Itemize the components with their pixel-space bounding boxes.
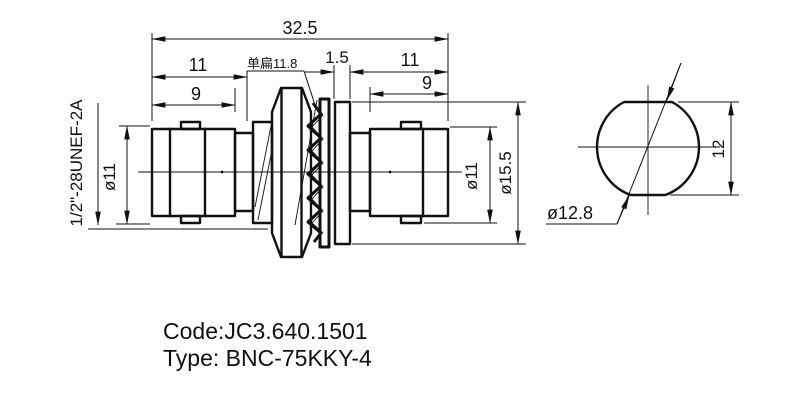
dim-right-front-length: 9	[422, 73, 432, 93]
flat-note-leader	[303, 70, 316, 106]
hex-nut	[270, 86, 318, 259]
dim-right-diameter: ø11	[462, 162, 481, 190]
center-mark	[220, 170, 224, 174]
thread-bushing	[251, 120, 274, 225]
dim-flange-diameter: ø15.5	[496, 151, 515, 194]
bayonet-lug	[399, 120, 423, 131]
dim-left-front-length: 9	[191, 84, 201, 104]
front-view: 32.5 11 9 单扁11.8 1.5 11 9 ø11 ø15.5 ø11 …	[67, 18, 526, 259]
mounting-flange	[333, 100, 352, 246]
dim-overall-length: 32.5	[282, 18, 317, 38]
panel-cutout-view: ø12.8 12	[546, 62, 739, 225]
bayonet-lug	[179, 214, 202, 225]
flat-washer	[318, 97, 331, 249]
center-mark	[388, 170, 392, 174]
code-text: Code:JC3.640.1501	[163, 318, 368, 344]
notes: Code:JC3.640.1501 Type: BNC-75KKY-4	[163, 318, 372, 371]
dim-left-diameter: ø11	[100, 163, 119, 191]
left-connector	[150, 120, 255, 225]
extension-lines	[88, 33, 526, 245]
dim-right-body-length: 11	[401, 50, 420, 70]
thread-spec-label: 1/2"-28UNEF-2A	[67, 99, 86, 227]
dimension-lines	[95, 36, 521, 245]
dim-cutout-diameter: ø12.8	[547, 203, 593, 223]
dim-flat-note: 单扁11.8	[247, 56, 297, 71]
bayonet-lug	[179, 120, 202, 131]
right-connector	[348, 120, 450, 225]
dim-washer-thickness: 1.5	[325, 48, 349, 67]
cutout-outline	[595, 100, 701, 197]
bayonet-lug	[399, 214, 423, 225]
dim-left-body-length: 11	[189, 55, 208, 75]
dim-cutout-height: 12	[709, 140, 728, 159]
type-text: Type: BNC-75KKY-4	[163, 345, 372, 371]
